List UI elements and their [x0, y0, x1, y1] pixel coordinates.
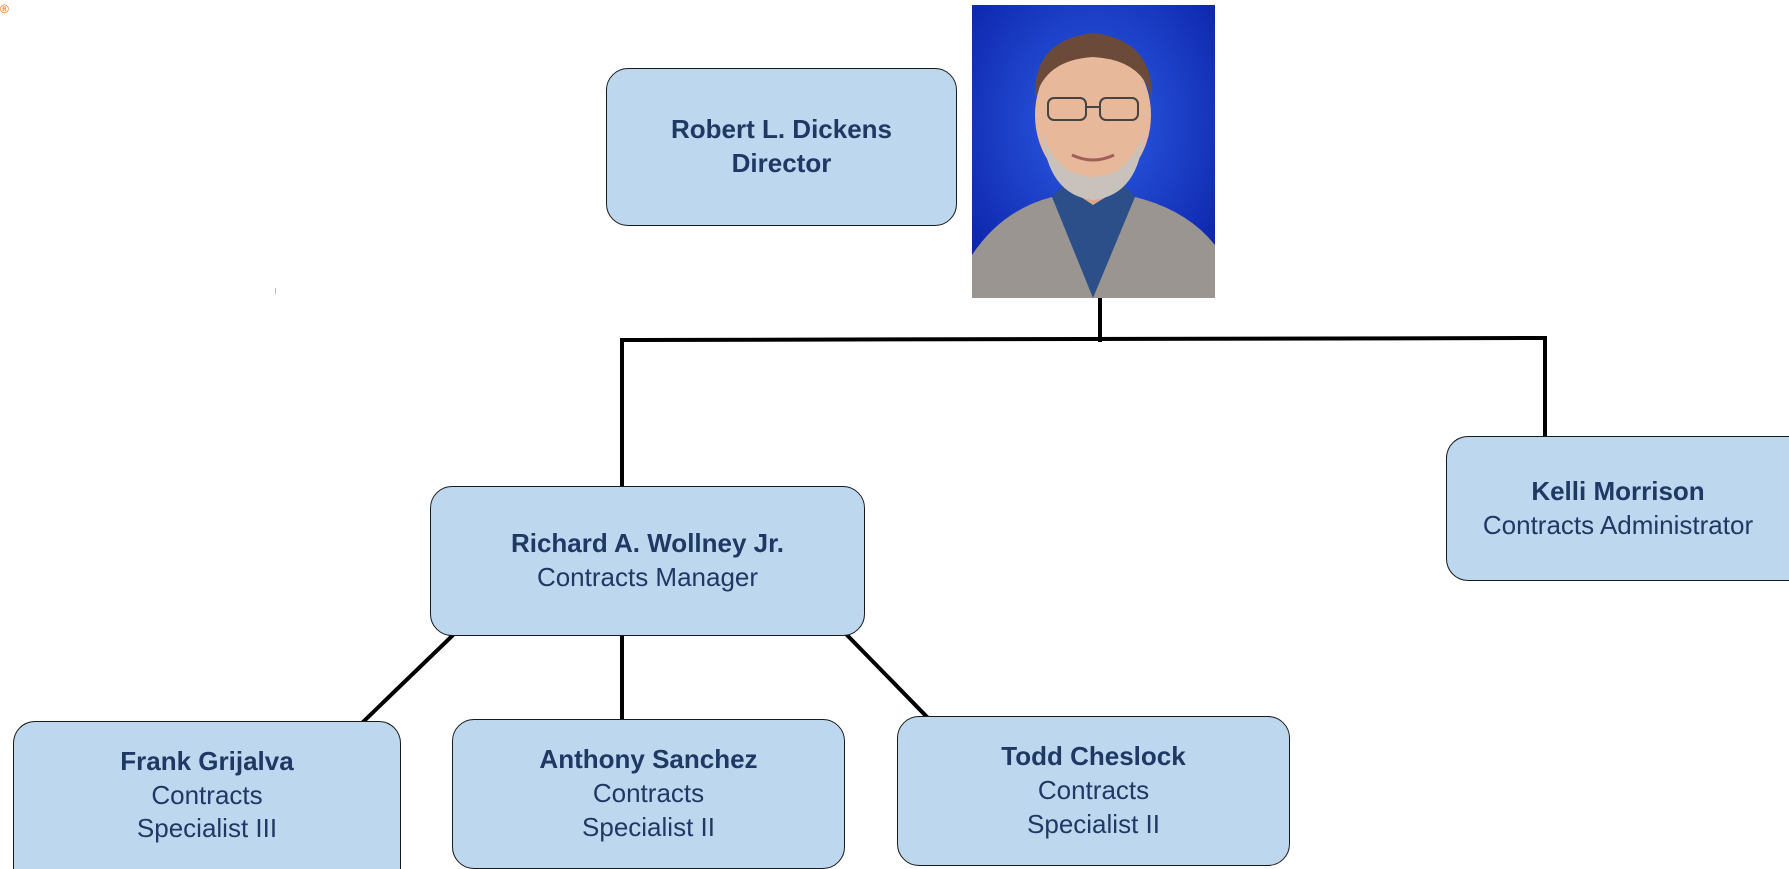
manager-box: Richard A. Wollney Jr. Contracts Manager	[430, 486, 865, 636]
director-photo	[972, 5, 1215, 298]
specialist-box-anthony: Anthony Sanchez Contracts Specialist II	[452, 719, 845, 869]
specialist-title-line2: Specialist II	[1027, 808, 1160, 839]
administrator-title: Contracts Administrator	[1482, 509, 1754, 540]
stray-mark	[275, 288, 276, 294]
specialist-title-line1: Contracts	[151, 779, 263, 810]
registered-mark: ®	[0, 2, 9, 16]
specialist-name: Todd Cheslock	[1001, 741, 1186, 772]
specialist-name: Frank Grijalva	[120, 745, 294, 776]
connector-horizontal	[619, 335, 1548, 343]
director-name: Robert L. Dickens	[670, 114, 893, 145]
manager-title: Contracts Manager	[536, 562, 759, 592]
manager-name: Richard A. Wollney Jr.	[510, 528, 785, 559]
specialist-box-todd: Todd Cheslock Contracts Specialist II	[897, 716, 1290, 866]
specialist-title-line1: Contracts	[592, 778, 705, 809]
director-box: Robert L. Dickens Director	[606, 68, 957, 226]
specialist-title-line1: Contracts	[1037, 775, 1150, 806]
specialist-title-line2: Specialist II	[582, 811, 715, 842]
connector-to-frank	[361, 633, 455, 724]
director-title: Director	[731, 148, 832, 178]
specialist-box-frank: Frank Grijalva Contracts Specialist III	[13, 721, 401, 869]
administrator-box: Kelli Morrison Contracts Administrator	[1446, 436, 1789, 581]
connector-to-todd	[843, 631, 931, 721]
specialist-title-line2: Specialist III	[136, 813, 278, 844]
administrator-name: Kelli Morrison	[1531, 475, 1705, 506]
specialist-name: Anthony Sanchez	[539, 744, 758, 775]
